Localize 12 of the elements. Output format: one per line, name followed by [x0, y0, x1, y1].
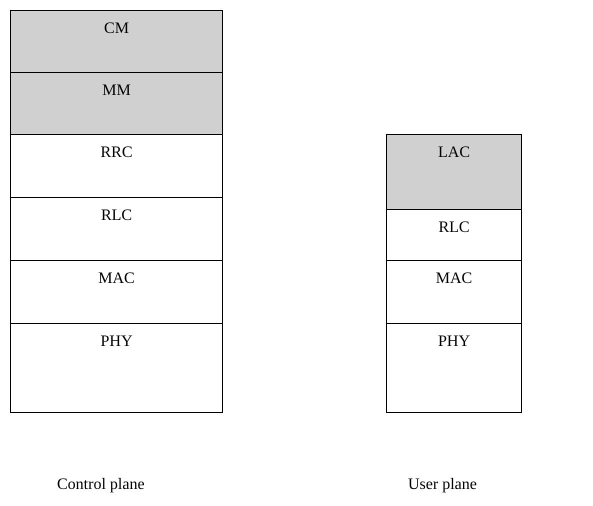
protocol-layer-box: RLC — [10, 197, 223, 261]
plane-caption: User plane — [408, 476, 477, 494]
protocol-layer-box: CM — [10, 10, 223, 73]
protocol-layer-box: MAC — [386, 260, 522, 324]
protocol-layer-box: PHY — [10, 323, 223, 413]
protocol-layer-box: MAC — [10, 260, 223, 324]
protocol-layer-box: MM — [10, 72, 223, 135]
plane-caption: Control plane — [57, 476, 145, 494]
protocol-layer-box: LAC — [386, 134, 522, 210]
protocol-layer-box: RRC — [10, 134, 223, 198]
protocol-layer-box: PHY — [386, 323, 522, 413]
protocol-layer-box: RLC — [386, 209, 522, 261]
